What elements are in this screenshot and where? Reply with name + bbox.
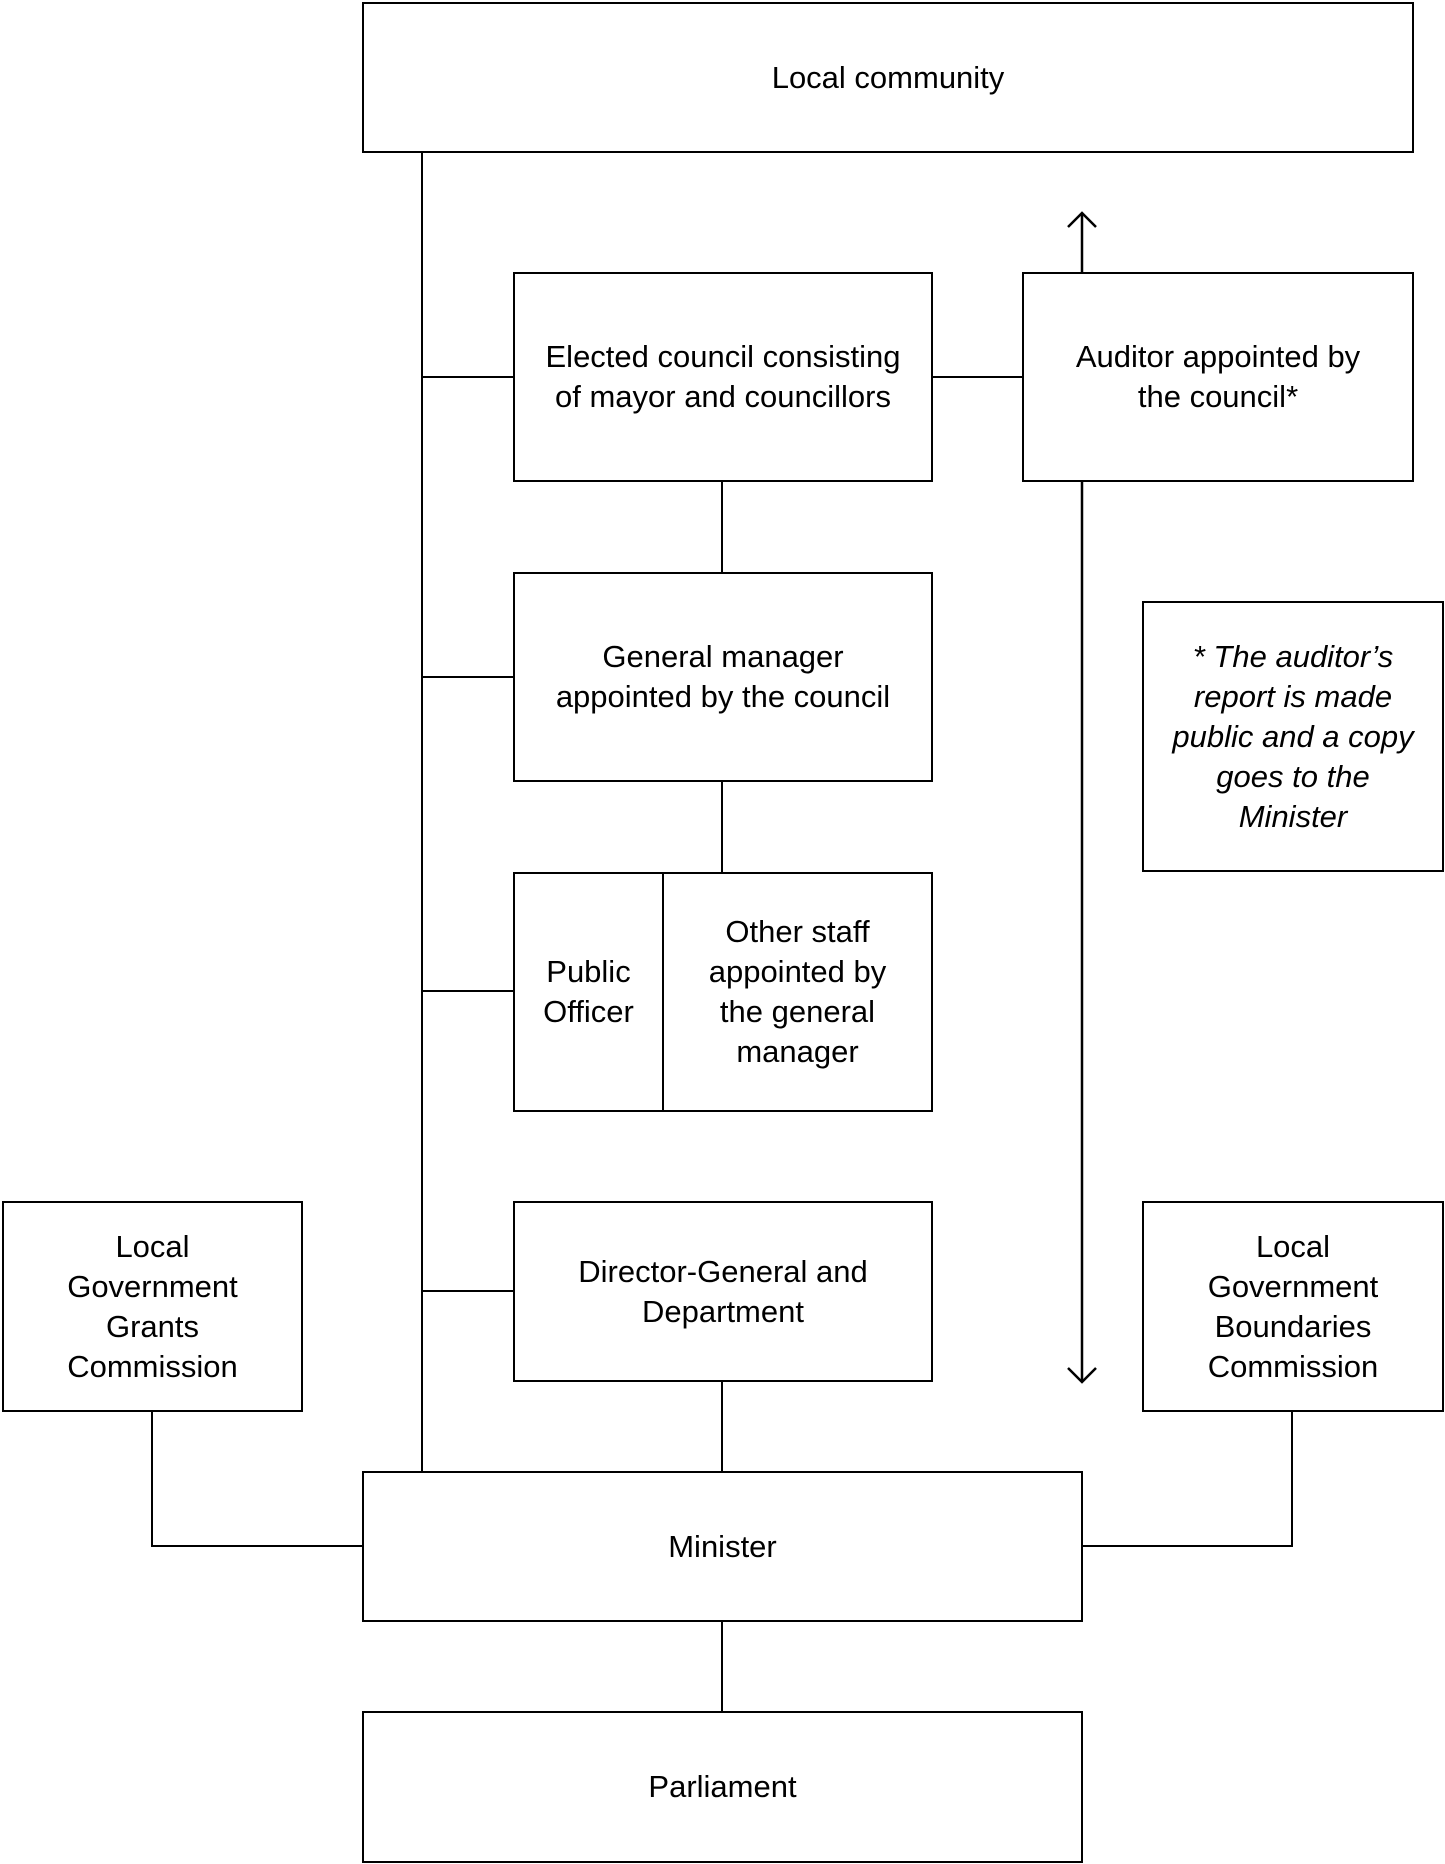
connector-general-manager-to-staff bbox=[721, 781, 723, 873]
node-other-staff: Other staff appointed by the general man… bbox=[662, 872, 933, 1112]
connector-boundaries-to-minister bbox=[1081, 1545, 1293, 1547]
node-grants-commission: Local Government Grants Commission bbox=[2, 1201, 303, 1412]
node-label: Elected council consisting of mayor and … bbox=[545, 339, 901, 414]
connector-trunk-to-general-manager bbox=[421, 676, 514, 678]
arrow-up-to-community bbox=[1067, 211, 1097, 272]
node-parliament: Parliament bbox=[362, 1711, 1083, 1863]
left-trunk-line bbox=[421, 152, 423, 1472]
node-director-general: Director-General and Department bbox=[513, 1201, 933, 1382]
node-label: Parliament bbox=[648, 1769, 797, 1804]
connector-council-to-auditor bbox=[931, 376, 1023, 378]
node-label: Director-General and Department bbox=[578, 1253, 868, 1329]
connector-trunk-to-director-general bbox=[421, 1290, 514, 1292]
node-label: Local community bbox=[771, 59, 1005, 95]
node-local-community: Local community bbox=[362, 2, 1414, 153]
node-label: General manager appointed by the council bbox=[555, 639, 891, 714]
arrow-down-to-minister bbox=[1067, 481, 1097, 1384]
connector-trunk-to-public-officer bbox=[421, 990, 514, 992]
node-boundaries-commission: Local Government Boundaries Commission bbox=[1142, 1201, 1444, 1412]
connector-minister-to-parliament bbox=[721, 1620, 723, 1712]
node-general-manager: General manager appointed by the council bbox=[513, 572, 933, 782]
node-public-officer: Public Officer bbox=[513, 872, 664, 1112]
connector-grants-to-minister bbox=[151, 1545, 363, 1547]
footnote-box: * The auditor’s report is made public an… bbox=[1142, 601, 1444, 872]
footnote-text: * The auditor’s report is made public an… bbox=[1172, 638, 1414, 834]
connector-council-to-general-manager bbox=[721, 481, 723, 573]
node-label: Public Officer bbox=[543, 954, 634, 1029]
node-label: Local Government Boundaries Commission bbox=[1207, 1228, 1379, 1384]
connector-director-general-to-minister bbox=[721, 1380, 723, 1472]
node-label: Auditor appointed by the council* bbox=[1075, 339, 1361, 414]
node-label: Local Government Grants Commission bbox=[67, 1228, 238, 1384]
connector-grants-down bbox=[151, 1410, 153, 1547]
node-label: Other staff appointed by the general man… bbox=[708, 914, 887, 1069]
connector-boundaries-down bbox=[1291, 1410, 1293, 1547]
connector-trunk-to-council bbox=[421, 376, 514, 378]
node-auditor: Auditor appointed by the council* bbox=[1022, 272, 1414, 482]
node-label: Minister bbox=[668, 1528, 777, 1564]
node-minister: Minister bbox=[362, 1471, 1083, 1622]
node-elected-council: Elected council consisting of mayor and … bbox=[513, 272, 933, 482]
